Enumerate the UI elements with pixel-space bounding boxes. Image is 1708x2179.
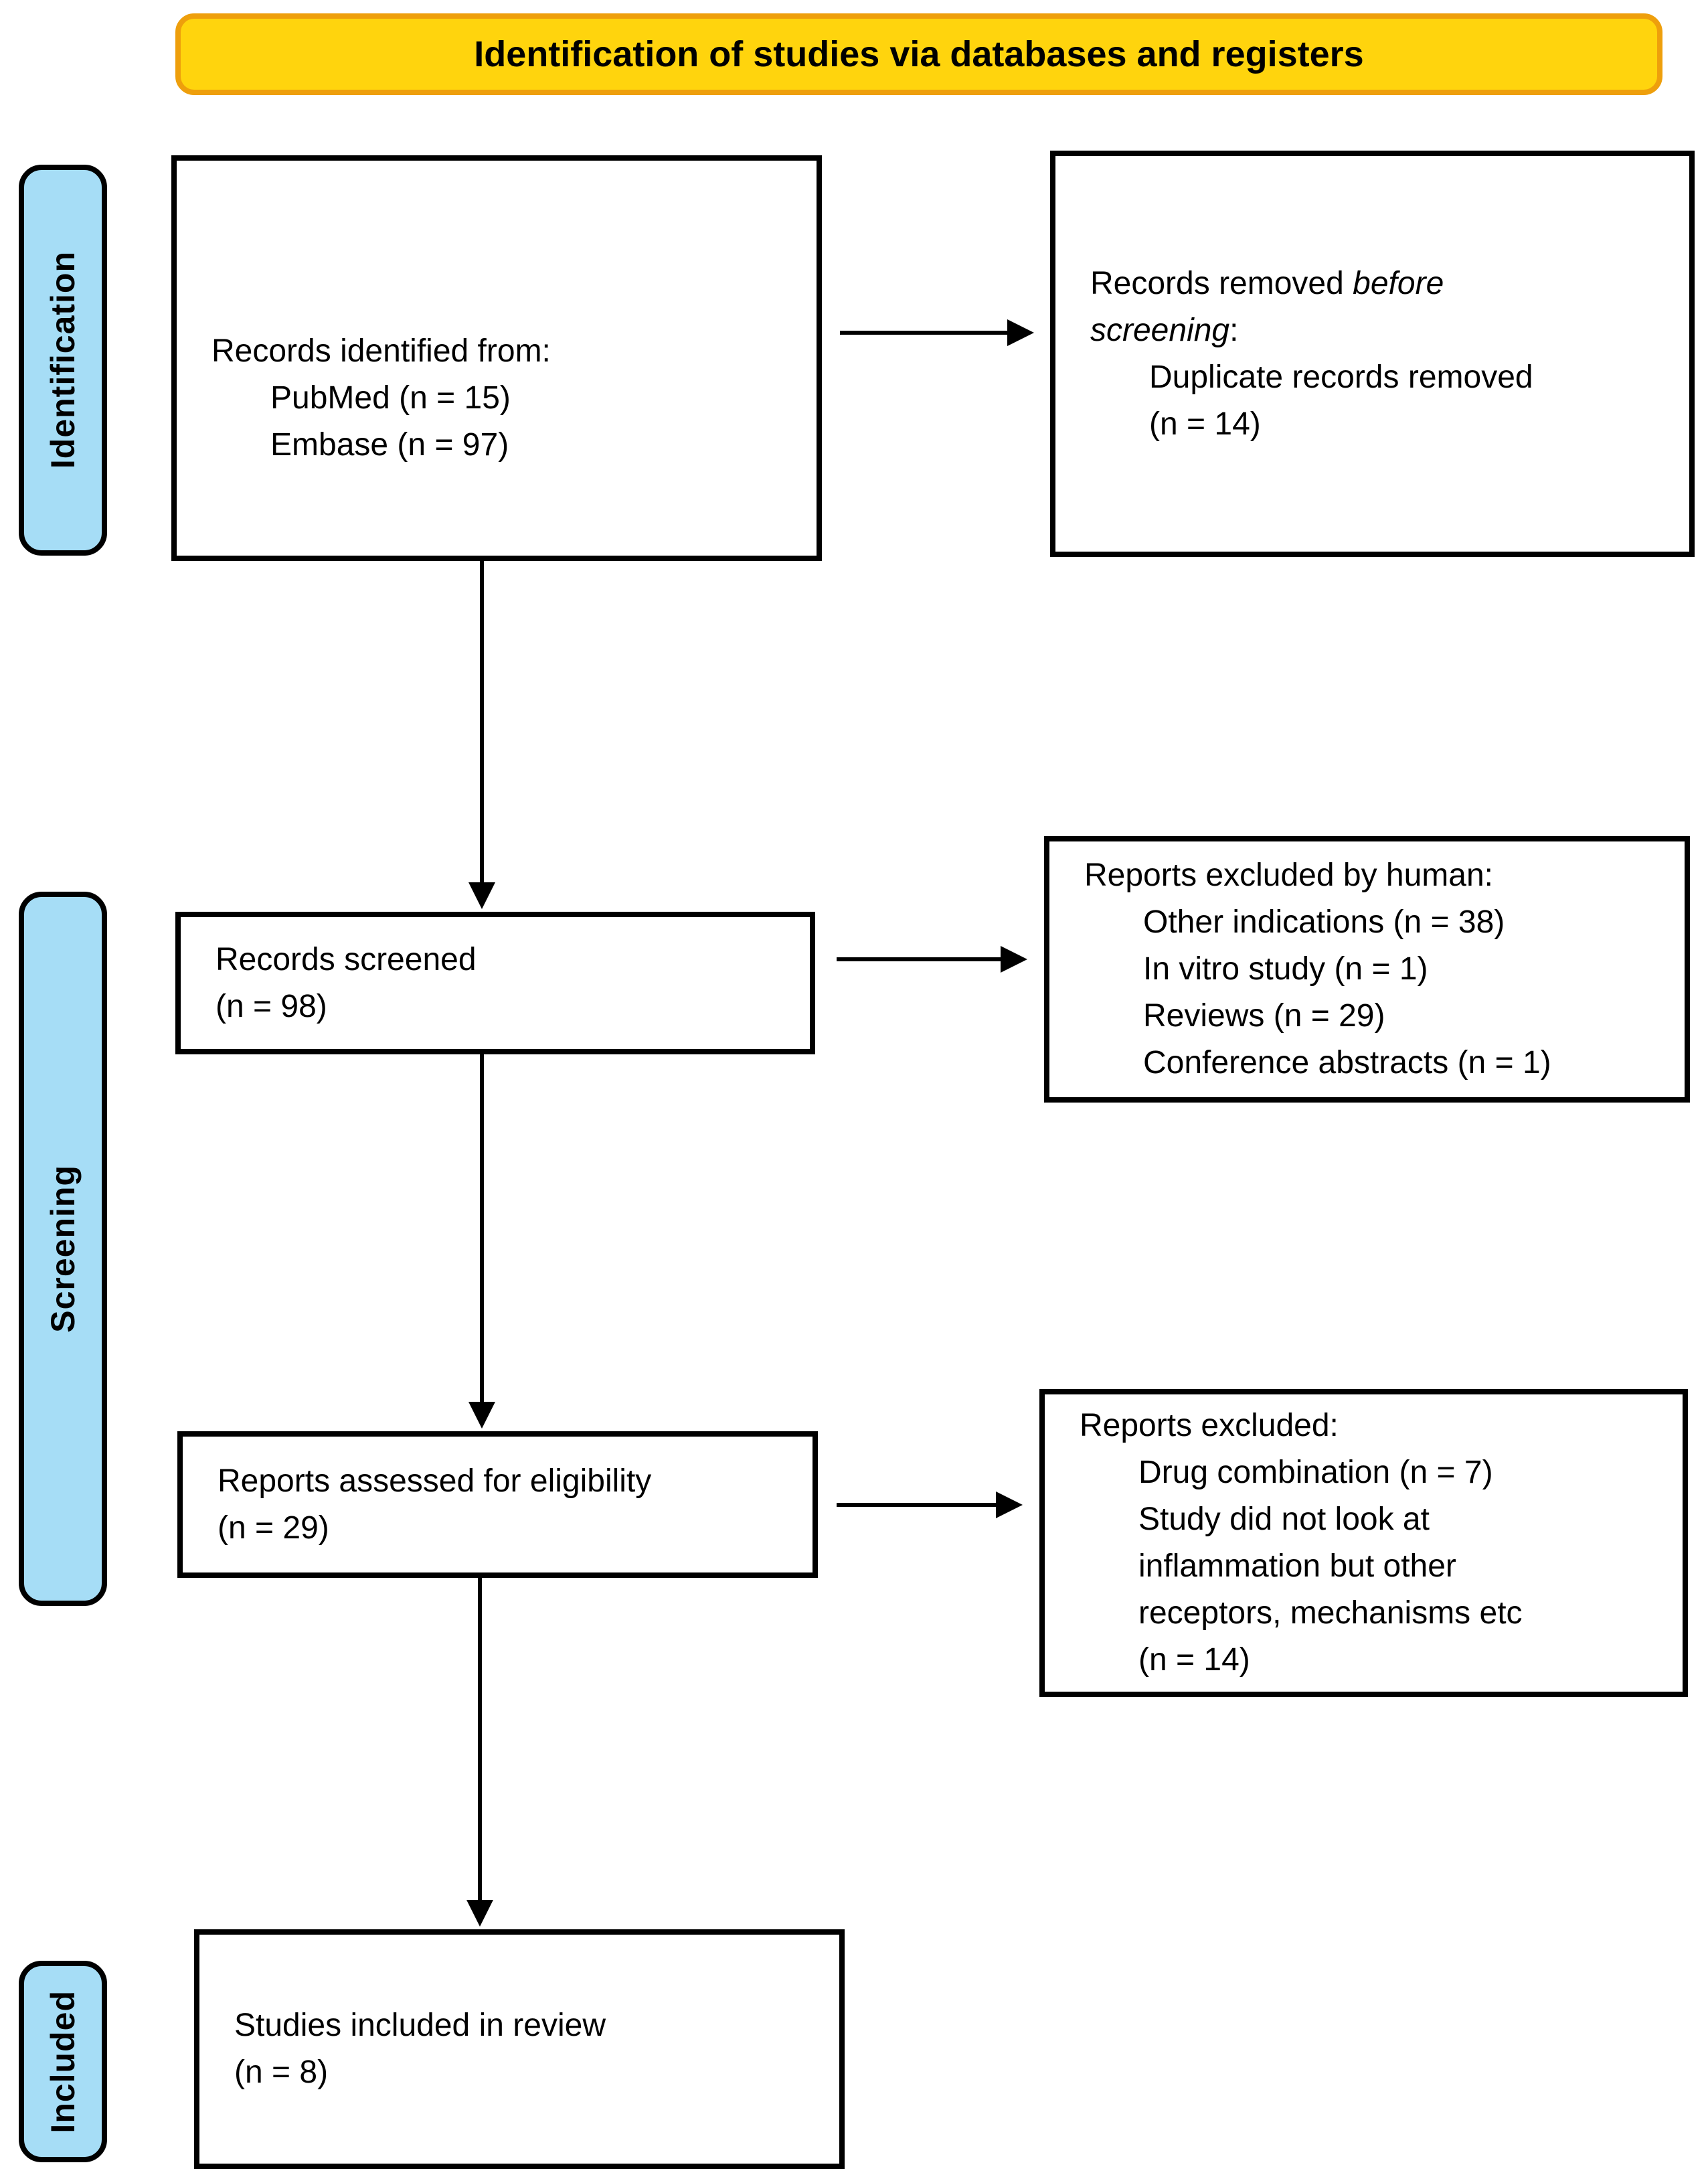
records-removed-italic-screening: screening [1090,312,1230,348]
box-records-removed: Records removed before screening: Duplic… [1050,151,1695,557]
stage-label-screening: Screening [44,1165,82,1333]
arrow-screened-to-assessed-line [480,1054,484,1403]
box-reports-assessed-count: (n = 29) [218,1510,329,1546]
box-reports-excluded-by-human-item: Conference abstracts (n = 1) [1143,1045,1551,1080]
box-reports-assessed-line: Reports assessed for eligibility [218,1463,652,1499]
box-studies-included: Studies included in review (n = 8) [194,1929,845,2169]
arrow-screened-to-excluded-human-line [837,957,1002,961]
arrow-assessed-to-included-line [478,1578,482,1901]
box-reports-excluded-by-human-item: In vitro study (n = 1) [1143,951,1428,987]
records-removed-prefix: Records removed [1090,265,1353,301]
arrow-identified-to-removed-line [840,331,1009,335]
stage-bar-identification: Identification [19,165,107,556]
box-reports-excluded-by-human-item: Other indications (n = 38) [1143,904,1505,940]
box-reports-excluded-header: Reports excluded: [1080,1408,1339,1443]
records-removed-suffix: : [1229,312,1239,348]
box-records-identified-header: Records identified from: [211,333,551,369]
box-records-removed-item: (n = 14) [1149,406,1261,442]
box-records-identified: Records identified from: PubMed (n = 15)… [171,155,822,561]
box-records-removed-item: Duplicate records removed [1149,359,1533,395]
box-reports-excluded-item: receptors, mechanisms etc [1138,1595,1523,1631]
box-reports-excluded-by-human: Reports excluded by human: Other indicat… [1044,836,1690,1103]
arrow-down-icon [466,1900,493,1927]
box-records-screened-count: (n = 98) [216,988,327,1024]
arrow-right-icon [1007,319,1034,346]
diagram-title: Identification of studies via databases … [474,34,1364,74]
diagram-title-banner: Identification of studies via databases … [175,13,1662,95]
arrow-right-icon [996,1491,1023,1518]
box-studies-included-count: (n = 8) [234,2054,329,2090]
box-reports-excluded-item: Study did not look at [1138,1502,1430,1537]
box-reports-excluded-item: Drug combination (n = 7) [1138,1455,1493,1490]
box-reports-excluded-by-human-item: Reviews (n = 29) [1143,998,1385,1034]
box-records-removed-header-line1: Records removed before [1090,260,1669,307]
box-studies-included-line: Studies included in review [234,2008,606,2043]
box-records-removed-header-line2: screening: [1090,307,1669,354]
box-reports-assessed: Reports assessed for eligibility (n = 29… [177,1431,818,1578]
box-reports-excluded-item: inflammation but other [1138,1548,1456,1584]
box-reports-excluded-item: (n = 14) [1138,1642,1250,1678]
stage-bar-included: Included [19,1961,107,2162]
box-reports-excluded-by-human-header: Reports excluded by human: [1084,858,1494,893]
stage-label-identification: Identification [44,251,82,469]
box-records-screened-line: Records screened [216,941,477,977]
box-records-identified-item: PubMed (n = 15) [270,380,511,416]
arrow-down-icon [468,882,495,909]
stage-bar-screening: Screening [19,892,107,1606]
stage-label-included: Included [44,1990,82,2133]
box-records-identified-item: Embase (n = 97) [270,427,509,463]
arrow-right-icon [1001,946,1027,973]
records-removed-italic-before: before [1353,265,1444,301]
arrow-identified-to-screened-line [480,561,484,884]
arrow-assessed-to-excluded-line [837,1503,997,1507]
box-records-screened: Records screened (n = 98) [175,912,815,1054]
box-reports-excluded: Reports excluded: Drug combination (n = … [1039,1389,1688,1697]
arrow-down-icon [468,1402,495,1429]
